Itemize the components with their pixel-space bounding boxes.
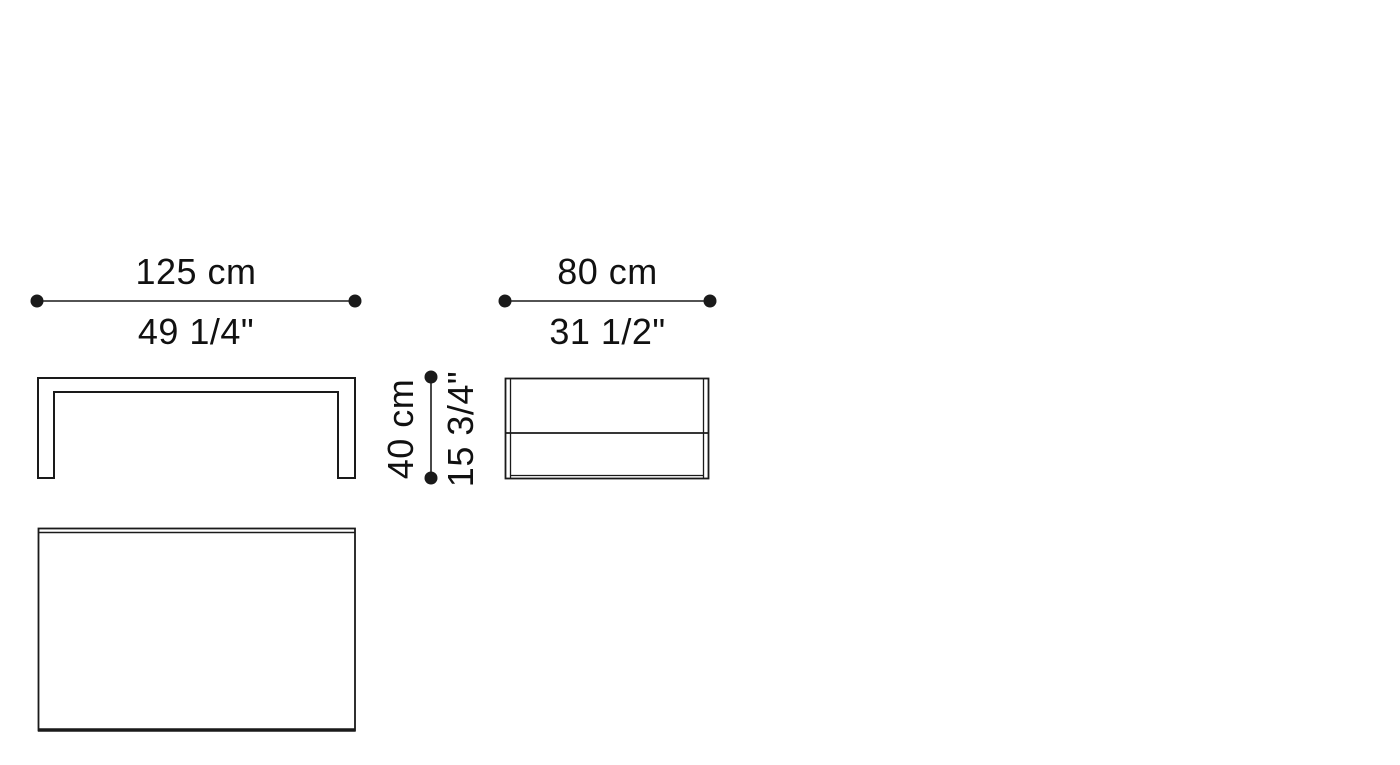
depth-dimension-endpoint-dot-right — [703, 294, 717, 308]
depth-dimension-line — [498, 294, 717, 308]
side-view-outline — [504, 377, 710, 480]
height-dimension-endpoint-dot-bottom — [424, 471, 438, 485]
top-view-outline — [37, 527, 356, 732]
front-view-outline — [37, 377, 356, 479]
height-dimension-line — [424, 370, 438, 485]
width-dimension-endpoint-dot-left — [30, 294, 44, 308]
width-metric-label: 125 cm — [135, 251, 257, 292]
width-dimension-endpoint-dot-right — [348, 294, 362, 308]
width-imperial-label: 49 1/4" — [137, 311, 255, 352]
depth-imperial-label: 31 1/2" — [549, 311, 666, 352]
height-dimension-endpoint-dot-top — [424, 370, 438, 384]
side-view-drawing — [504, 377, 710, 480]
depth-dimension-endpoint-dot-left — [498, 294, 512, 308]
depth-metric-label: 80 cm — [557, 251, 658, 292]
width-dimension-line — [30, 294, 362, 308]
top-view-drawing — [37, 527, 356, 732]
front-view-drawing — [37, 377, 356, 479]
height-metric-label: 40 cm — [380, 378, 421, 480]
height-imperial-label: 15 3/4" — [440, 370, 481, 488]
